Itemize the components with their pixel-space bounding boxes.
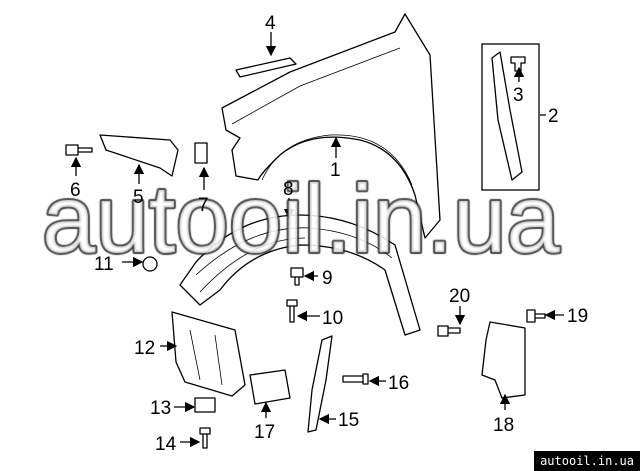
callout-20: 20 [449,286,470,307]
callout-6: 6 [70,180,81,201]
callout-3: 3 [513,85,524,106]
callout-13: 13 [150,398,171,419]
callout-15: 15 [338,410,359,431]
callout-1: 1 [330,160,341,181]
callout-9: 9 [322,268,333,289]
callout-10: 10 [322,308,343,329]
callout-5: 5 [133,187,144,208]
footer-url-label: autooil.in.ua [534,451,640,471]
callout-11: 11 [94,254,114,275]
callout-7: 7 [198,195,209,216]
callout-14: 14 [155,434,177,455]
callout-8: 8 [283,179,294,200]
callout-17: 17 [254,422,275,443]
callout-19: 19 [567,306,588,327]
callout-4: 4 [265,13,276,34]
callout-12: 12 [134,338,155,359]
callout-18: 18 [493,415,514,436]
callout-2: 2 [548,106,559,127]
callout-16: 16 [388,373,409,394]
